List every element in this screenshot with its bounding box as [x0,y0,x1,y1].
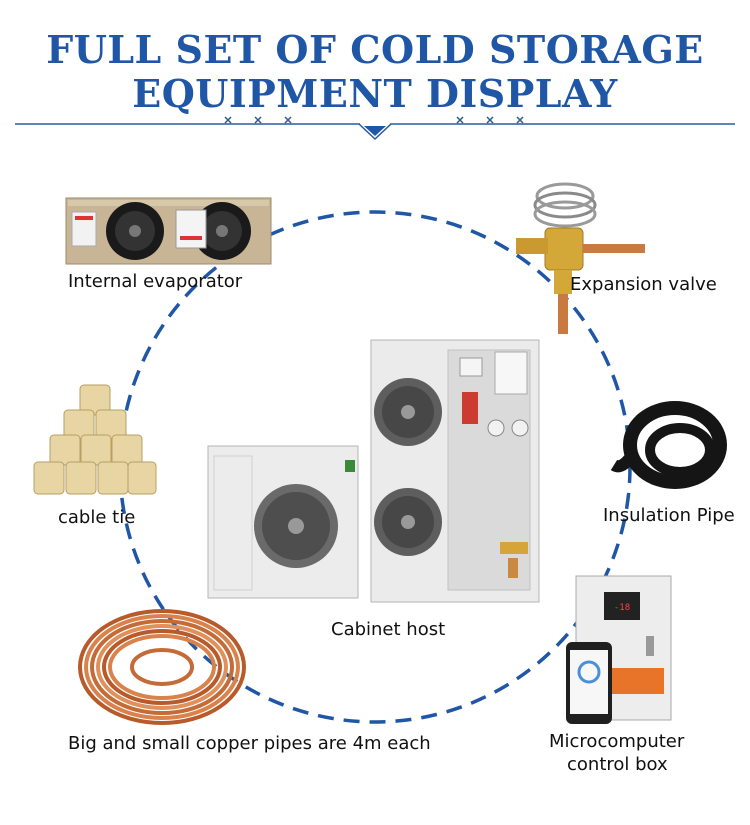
control-box-image: -18 [566,575,672,724]
label-expansion-valve: Expansion valve [570,274,717,295]
page-title-line-1: FULL SET OF COLD STORAGE [46,27,704,72]
copper-pipe-coil-image [78,609,246,725]
label-copper-pipes: Big and small copper pipes are 4m each [68,733,431,754]
expansion-valve-image [516,182,645,334]
header-divider [15,116,735,141]
label-internal-evaporator: Internal evaporator [68,271,243,292]
page-title-line-2: EQUIPMENT DISPLAY [132,71,618,116]
label-control-box-line-1: Microcomputer [549,731,685,752]
insulation-pipe-image [610,401,727,489]
label-insulation-pipe: Insulation Pipe [603,505,735,526]
cabinet-host-small-image [207,445,359,599]
cable-tie-image [33,384,157,495]
evaporator-image [65,197,272,265]
label-cabinet-host: Cabinet host [331,619,446,640]
svg-text:-18: -18 [614,603,630,613]
label-cable-tie: cable tie [58,507,136,528]
label-control-box-line-2: control box [567,754,668,775]
cabinet-host-large-image [370,339,540,603]
